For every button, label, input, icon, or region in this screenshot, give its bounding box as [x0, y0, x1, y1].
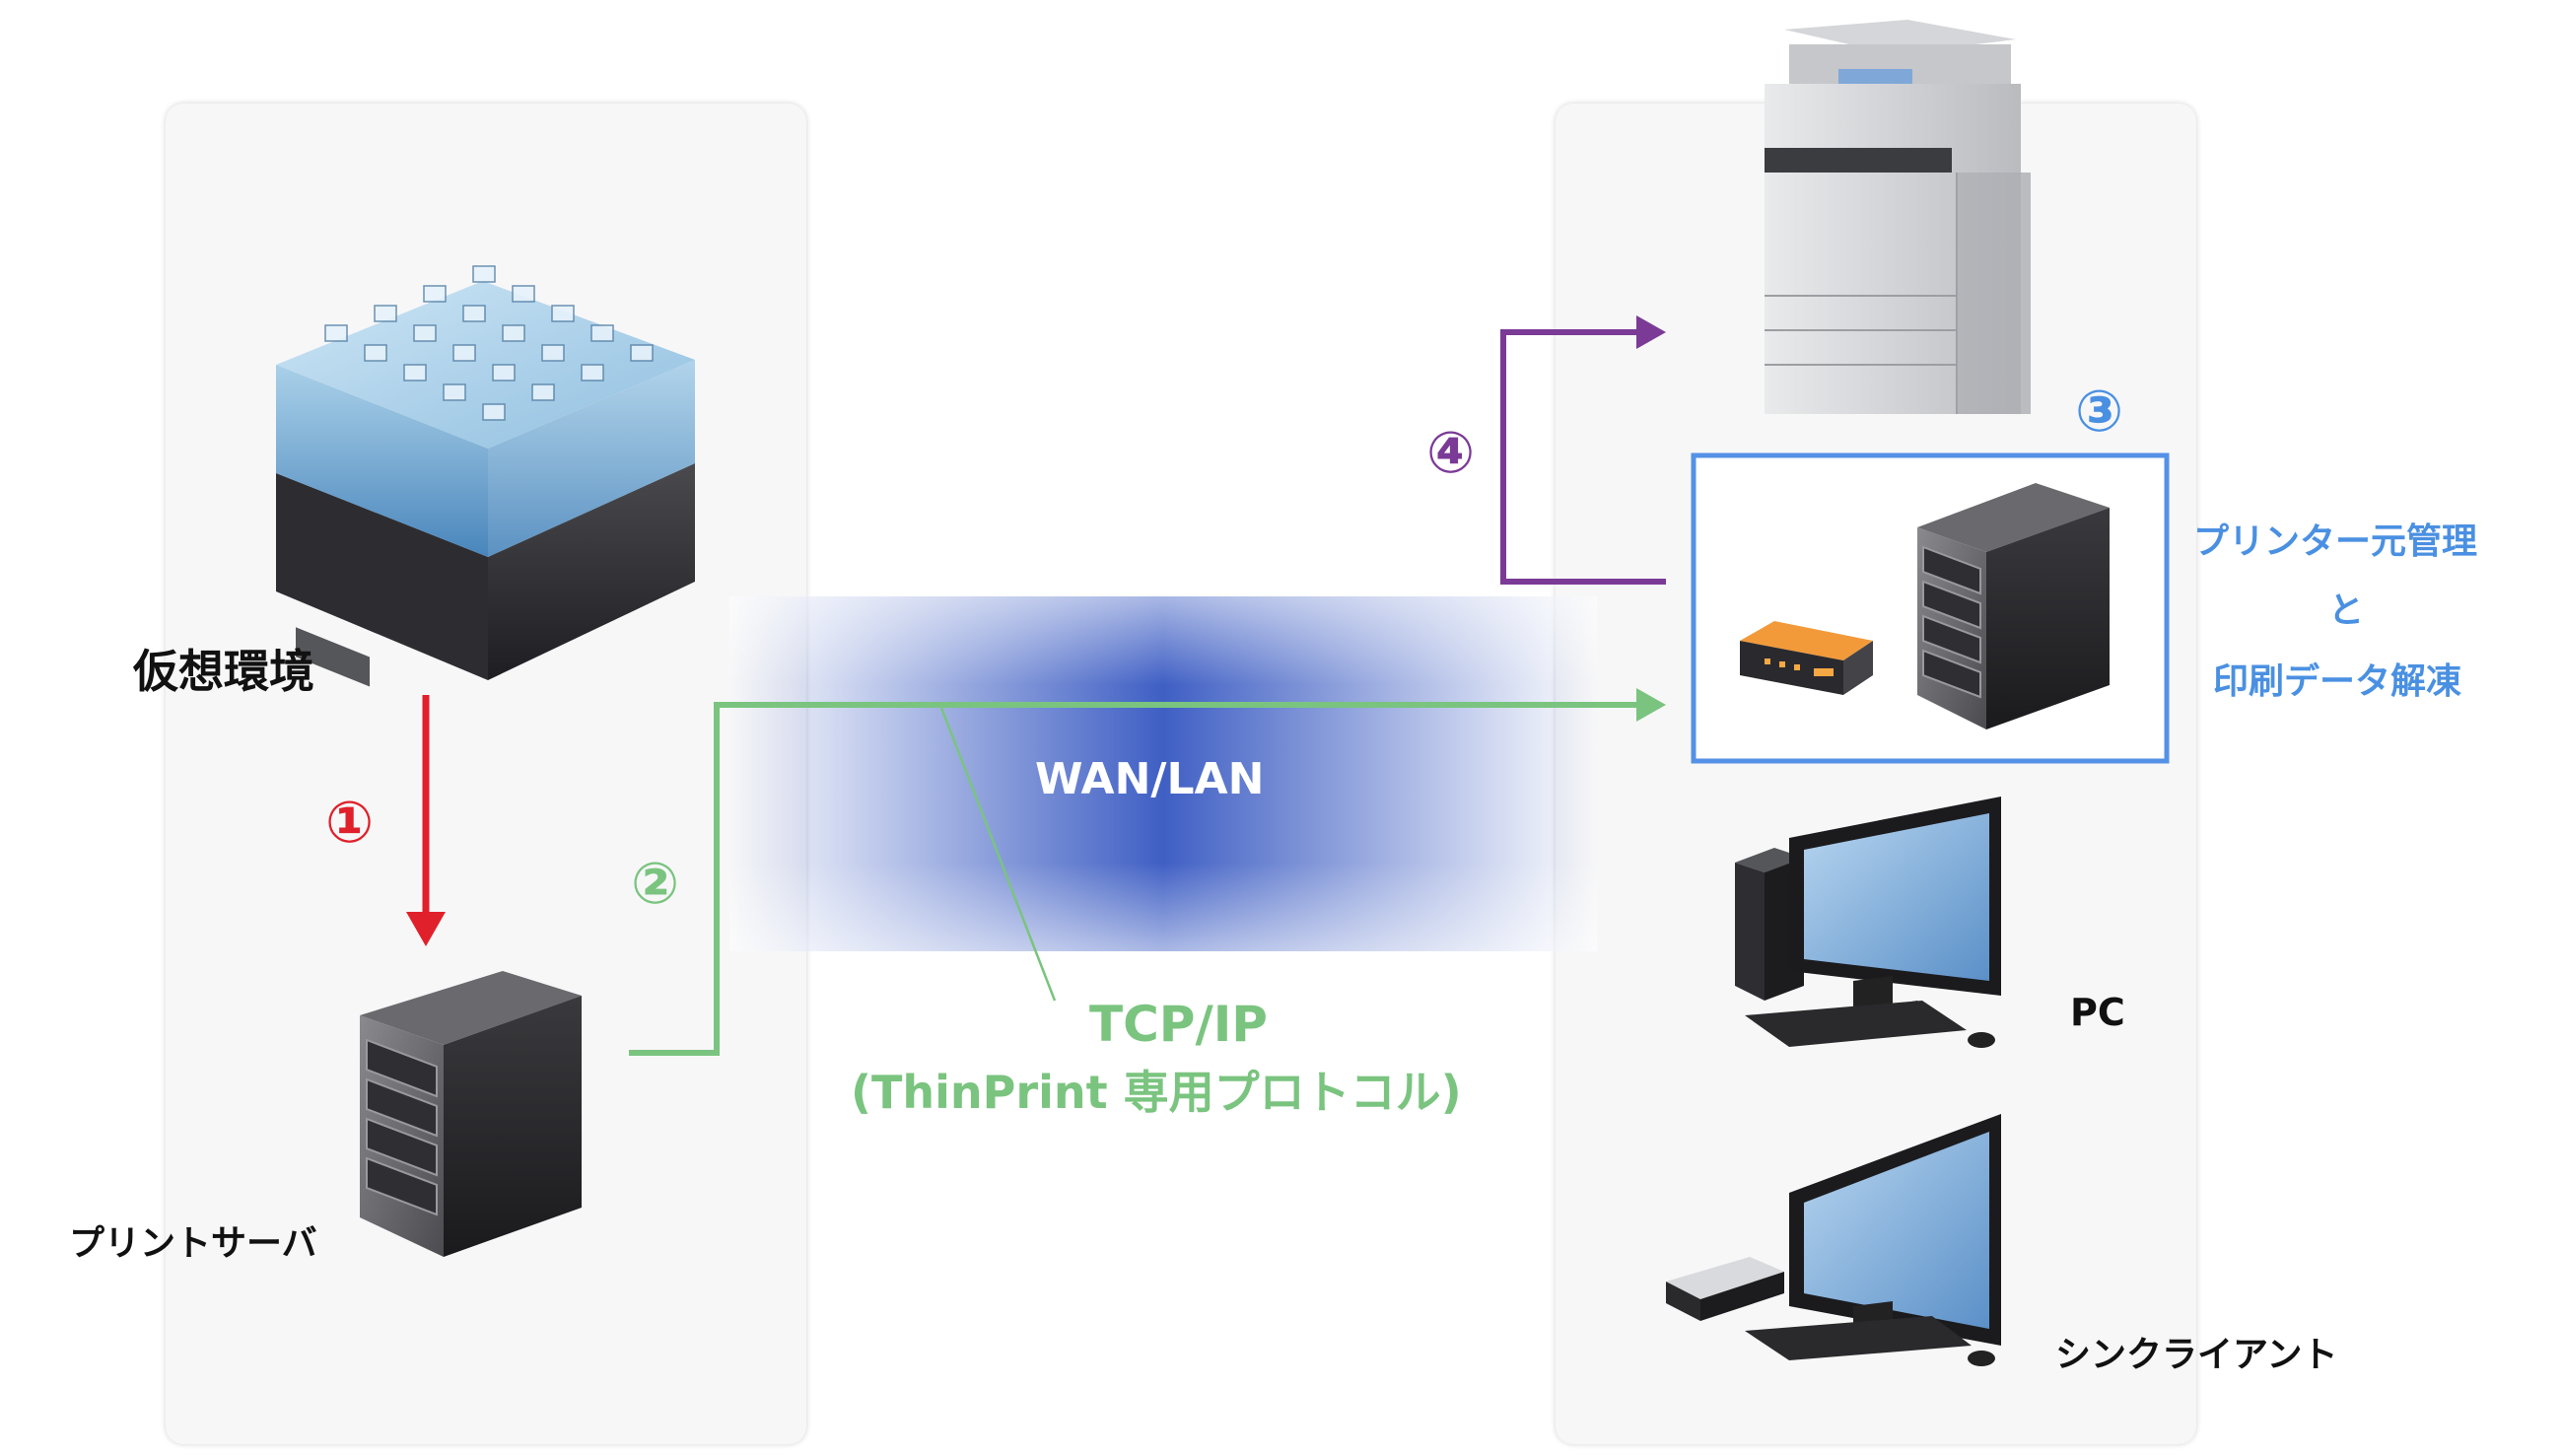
- print-engine-box-icon: [1740, 621, 1873, 695]
- thin-client-label: シンクライアント: [2055, 1335, 2338, 1375]
- printer-mgmt-label-line1: プリンター元管理: [2193, 521, 2478, 562]
- step1-marker: ①: [325, 789, 375, 856]
- arrow-step2: [629, 688, 1666, 1056]
- arrow-step1: [406, 695, 446, 946]
- network-band: [729, 596, 1597, 951]
- arrow-step4: [1500, 315, 1666, 585]
- server-tower-icon: [360, 971, 582, 1257]
- server-tower-icon: [1917, 483, 2110, 729]
- network-label: WAN/LAN: [1035, 754, 1265, 804]
- step2-marker: ②: [631, 850, 680, 917]
- step4-marker: ④: [1426, 419, 1476, 486]
- thin-client-icon: [1666, 1114, 2001, 1366]
- protocol-callout-line: [939, 707, 1057, 1002]
- desktop-pc-icon: [1735, 797, 2001, 1048]
- protocol-label-line1: TCP/IP: [1089, 996, 1268, 1053]
- printer-mgmt-label-line2: と: [2328, 590, 2365, 631]
- virtual-environment-cube-icon: [276, 265, 695, 687]
- printer-mgmt-label-line3: 印刷データ解凍: [2213, 661, 2462, 702]
- step3-marker: ③: [2075, 378, 2124, 445]
- virtual-env-label: 仮想環境: [133, 645, 314, 698]
- protocol-label-line2: (ThinPrint 専用プロトコル): [851, 1066, 1462, 1119]
- pc-label: PC: [2070, 991, 2125, 1034]
- print-server-label: プリントサーバ: [69, 1223, 317, 1264]
- copier-printer-icon: [1765, 20, 2031, 414]
